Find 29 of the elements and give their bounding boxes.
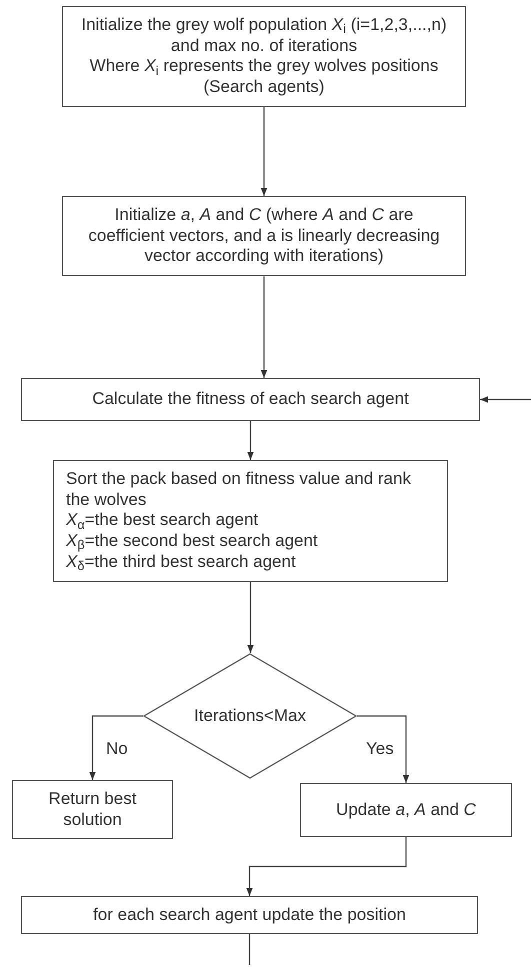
process-box — [62, 6, 466, 107]
arrow — [247, 421, 254, 460]
arrow — [247, 582, 254, 653]
node-text: Initialize a, A and C (where A and C are coefficient vectors, and a is linearly decreasing vector according with iterations) — [87, 205, 441, 268]
node-text: X$_{δ}$=the third best search agent — [66, 552, 297, 573]
node-text: for each search agent update the position — [92, 904, 407, 926]
node-text: Calculate the fitness of each search agent — [91, 389, 410, 410]
process-box — [21, 378, 480, 421]
arrow — [480, 396, 531, 403]
arrow — [89, 715, 143, 780]
terminal-box — [12, 780, 173, 840]
node-text: Iterations<Max — [194, 706, 306, 726]
arrow — [357, 715, 410, 783]
node-text: Return best solution — [48, 789, 138, 830]
process-box — [300, 783, 512, 837]
edge-label: Yes — [366, 740, 394, 757]
node-text: X$_{α}$=the best search agent — [66, 510, 260, 532]
process-box — [21, 896, 478, 934]
node-text: Update a, A and C — [335, 800, 477, 820]
arrow — [260, 106, 268, 196]
process-box — [62, 196, 466, 276]
arrow — [246, 837, 407, 896]
node-text: X$_{β}$=the second best search agent — [66, 531, 319, 552]
edge-label: No — [106, 740, 128, 757]
process-box — [53, 460, 448, 582]
node-text: Where X$_{i}$ represents the grey wolves positions (Search agents) — [88, 56, 440, 98]
decision-diamond — [143, 653, 357, 779]
arrow — [260, 276, 268, 378]
node-text: Sort the pack based on fitness value and rank the wolves — [66, 469, 412, 510]
